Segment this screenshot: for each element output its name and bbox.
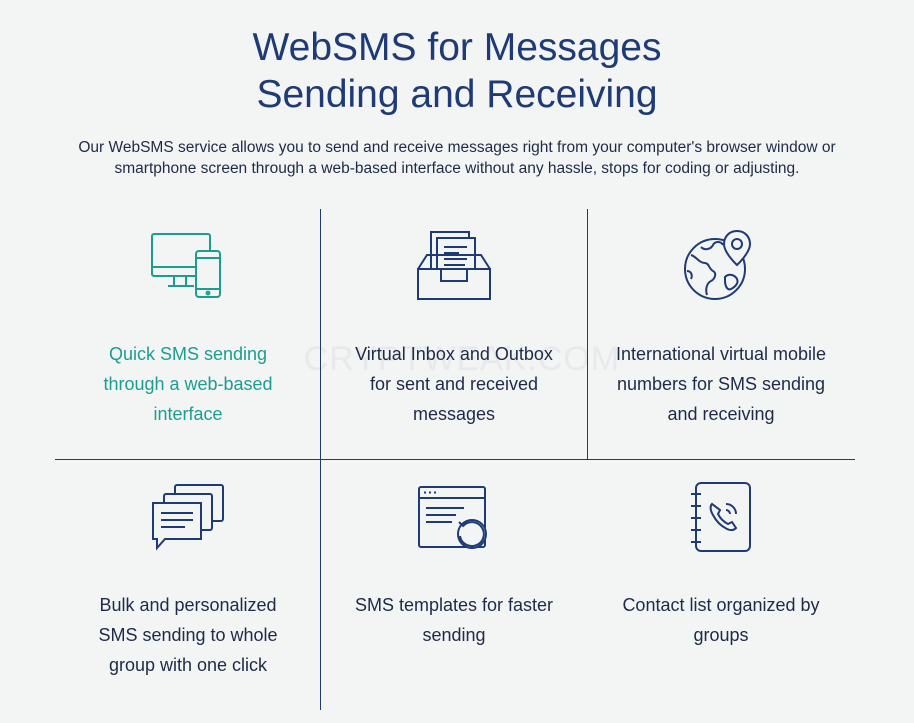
desktop-mobile-icon <box>150 231 226 306</box>
feature-card-sms-templates: SMS templates for faster sending <box>321 460 587 710</box>
page-title: WebSMS for Messages Sending and Receivin… <box>0 24 914 118</box>
stacked-messages-icon <box>149 482 227 557</box>
description-line-1: Our WebSMS service allows you to send an… <box>78 139 836 156</box>
feature-card-quick-sms: Quick SMS sending through a web-based in… <box>55 209 321 459</box>
grid-divider-vertical-2 <box>587 209 588 459</box>
feature-card-virtual-inbox: Virtual Inbox and Outbox for sent and re… <box>321 209 587 459</box>
page-description: Our WebSMS service allows you to send an… <box>40 137 874 179</box>
feature-card-international-numbers: International virtual mobile numbers for… <box>588 209 854 459</box>
feature-label-bulk-sms: Bulk and personalized SMS sending to who… <box>98 595 278 675</box>
feature-label-sms-templates: SMS templates for faster sending <box>354 595 554 645</box>
browser-refresh-icon <box>416 484 492 557</box>
feature-card-contact-list: Contact list organized by groups <box>588 460 854 710</box>
title-line-1: WebSMS for Messages <box>252 26 662 69</box>
feature-label-quick-sms: Quick SMS sending through a web-based in… <box>103 344 273 424</box>
feature-label-contact-list: Contact list organized by groups <box>622 595 820 645</box>
globe-pin-icon <box>681 227 761 310</box>
feature-label-virtual-inbox: Virtual Inbox and Outbox for sent and re… <box>355 344 553 424</box>
title-line-2: Sending and Receiving <box>256 73 658 116</box>
contact-book-phone-icon <box>688 480 754 559</box>
feature-label-international-numbers: International virtual mobile numbers for… <box>615 344 827 424</box>
feature-card-bulk-sms: Bulk and personalized SMS sending to who… <box>55 460 321 710</box>
grid-divider-horizontal <box>55 459 855 460</box>
inbox-tray-icon <box>415 229 493 308</box>
description-line-2: smartphone screen through a web-based in… <box>114 160 800 177</box>
